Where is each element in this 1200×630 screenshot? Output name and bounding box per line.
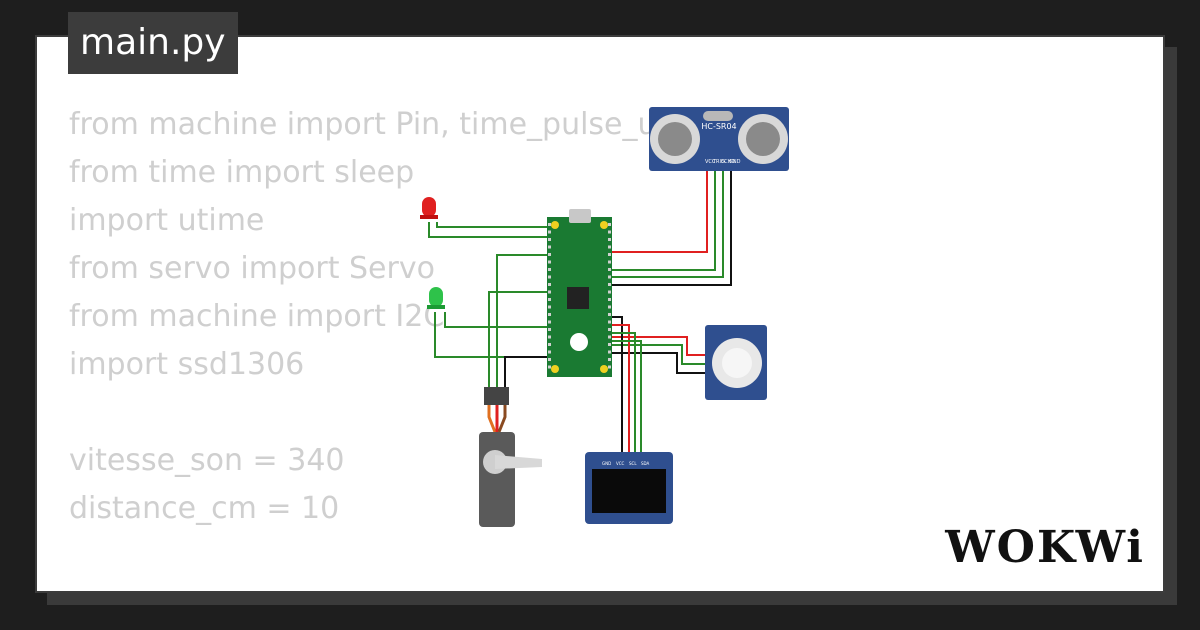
pico-mount-hole [600,221,608,229]
pico-pin [548,343,551,346]
pico-pin [548,320,551,324]
pico-chip [567,287,589,309]
green-led-rim [427,305,445,309]
pico-pin [608,245,611,249]
pico-pin [548,328,551,331]
pico-pin [548,268,551,271]
green-led-body [429,287,443,307]
pico-pin [548,313,551,316]
pico-pin [548,283,551,286]
pico-pin [608,305,611,309]
pir-sensor [705,325,767,400]
pico-pin [548,230,551,234]
ultrasonic-model-label: HC-SR04 [701,122,736,131]
servo-connector [484,387,509,405]
oled-pin-label: VCC [616,461,625,466]
pico-pin [608,350,611,354]
pico-pin [548,298,551,301]
pico-pin [548,260,551,264]
ultrasonic-crystal [703,111,733,121]
card-shadow-bottom [47,593,1177,605]
pico-pin [608,268,611,271]
pico-pin [548,365,551,369]
pico-pin [608,313,611,316]
red-led [420,197,438,219]
servo-horn [495,455,542,469]
ultrasonic-pin-label: ECHO [721,159,735,165]
ultrasonic-mesh-left [658,122,692,156]
pico-mount-hole [551,221,559,229]
pico-pin [608,328,611,331]
code-line: import utime [69,203,265,238]
red-led-rim [420,215,438,219]
ultrasonic-pin-label: VCC [705,159,716,165]
pico-pin [608,253,611,256]
pir-dome-inner [722,348,752,378]
pico-mount-hole [551,365,559,373]
pico-pin [548,335,551,339]
pico-pin [608,343,611,346]
pico-pin-headers [548,223,611,369]
oled-pin-label: SCL [629,461,637,466]
pico-pin [608,298,611,301]
pico-usb-port [569,209,591,223]
raspberry-pi-pico [547,209,612,377]
ultrasonic-pin-label: TRIG [712,159,725,165]
code-line: led_rouge = Pin(13, Pin.OUT) [69,581,672,591]
file-tab-main-py[interactable]: main.py [68,12,238,74]
oled-pin-label: GND [602,461,611,466]
ultrasonic-mesh-right [746,122,780,156]
pico-pin [608,290,611,294]
pico-pin [608,260,611,264]
ultrasonic-pin-label: GND [729,159,741,165]
card-shadow-right [1165,47,1177,605]
code-line: distance_cm = 10 [69,491,340,526]
pico-pin [548,245,551,249]
pico-pin [608,223,611,226]
pico-pin [548,238,551,241]
ultrasonic-sensor: HC-SR04 VCC TRIG ECHO GND [649,107,789,171]
wires [428,167,732,452]
wokwi-logo: WOKWi [945,522,1145,573]
raspberry-logo-icon [570,333,588,351]
green-led [427,287,445,309]
oled-pin-label: SDA [641,461,650,466]
pico-pin [548,350,551,354]
servo-motor [479,387,542,527]
pico-pin [548,290,551,294]
servo-body [479,432,515,527]
pico-pin [608,230,611,234]
pico-pin [608,365,611,369]
pico-pin [608,335,611,339]
pico-pin [608,320,611,324]
pico-pin [548,305,551,309]
pico-pin [608,238,611,241]
pico-pin [608,358,611,361]
pico-pin [548,253,551,256]
code-line: from servo import Servo [69,251,435,286]
pico-pin [608,283,611,286]
circuit-diagram: HC-SR04 VCC TRIG ECHO GND [420,107,789,527]
code-line: import ssd1306 [69,347,305,382]
pico-pin [608,275,611,279]
code-line: from machine import Pin, time_pulse_us [69,107,673,142]
pico-pin [548,223,551,226]
pico-mount-hole [600,365,608,373]
code-line: vitesse_son = 340 [69,443,345,478]
pico-pin [548,358,551,361]
oled-screen [592,469,666,513]
code-line: from time import sleep [69,155,415,190]
red-led-body [422,197,436,217]
oled-display: GND VCC SCL SDA [585,452,673,524]
pico-pin [548,275,551,279]
